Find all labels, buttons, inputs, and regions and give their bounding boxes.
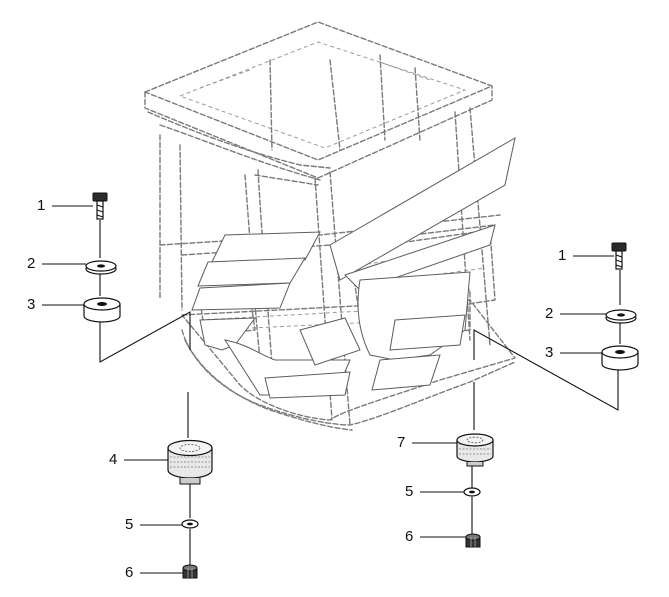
nut-icon-right <box>465 533 481 548</box>
washer-icon-right <box>605 309 637 324</box>
callout-left-1: 1 <box>37 197 46 214</box>
callout-left-4: 4 <box>109 451 118 468</box>
callout-right-6: 6 <box>405 528 414 545</box>
callout-left-3: 3 <box>27 296 36 313</box>
isolator-icon-right <box>456 433 494 467</box>
washer-icon-left <box>85 260 117 275</box>
callout-right-5: 5 <box>405 483 414 500</box>
bolt-icon-left <box>92 192 108 220</box>
flat-washer-icon-left <box>181 519 199 529</box>
callout-right-3: 3 <box>545 344 554 361</box>
nut-icon-left <box>182 564 198 579</box>
callout-right-7: 7 <box>397 434 406 451</box>
callout-left-2: 2 <box>27 255 36 272</box>
right-mount-stack <box>412 242 639 548</box>
callout-right-2: 2 <box>545 305 554 322</box>
glass-panels <box>191 137 516 399</box>
callout-right-1: 1 <box>558 247 567 264</box>
left-mount-stack <box>42 192 213 579</box>
flat-washer-icon-right <box>463 487 481 497</box>
rubber-mount-icon-left <box>83 297 121 323</box>
bolt-icon-right <box>611 242 627 270</box>
callout-left-6: 6 <box>125 564 134 581</box>
callout-left-5: 5 <box>125 516 134 533</box>
rubber-mount-icon-right <box>601 345 639 371</box>
isolator-icon-left <box>167 439 213 485</box>
